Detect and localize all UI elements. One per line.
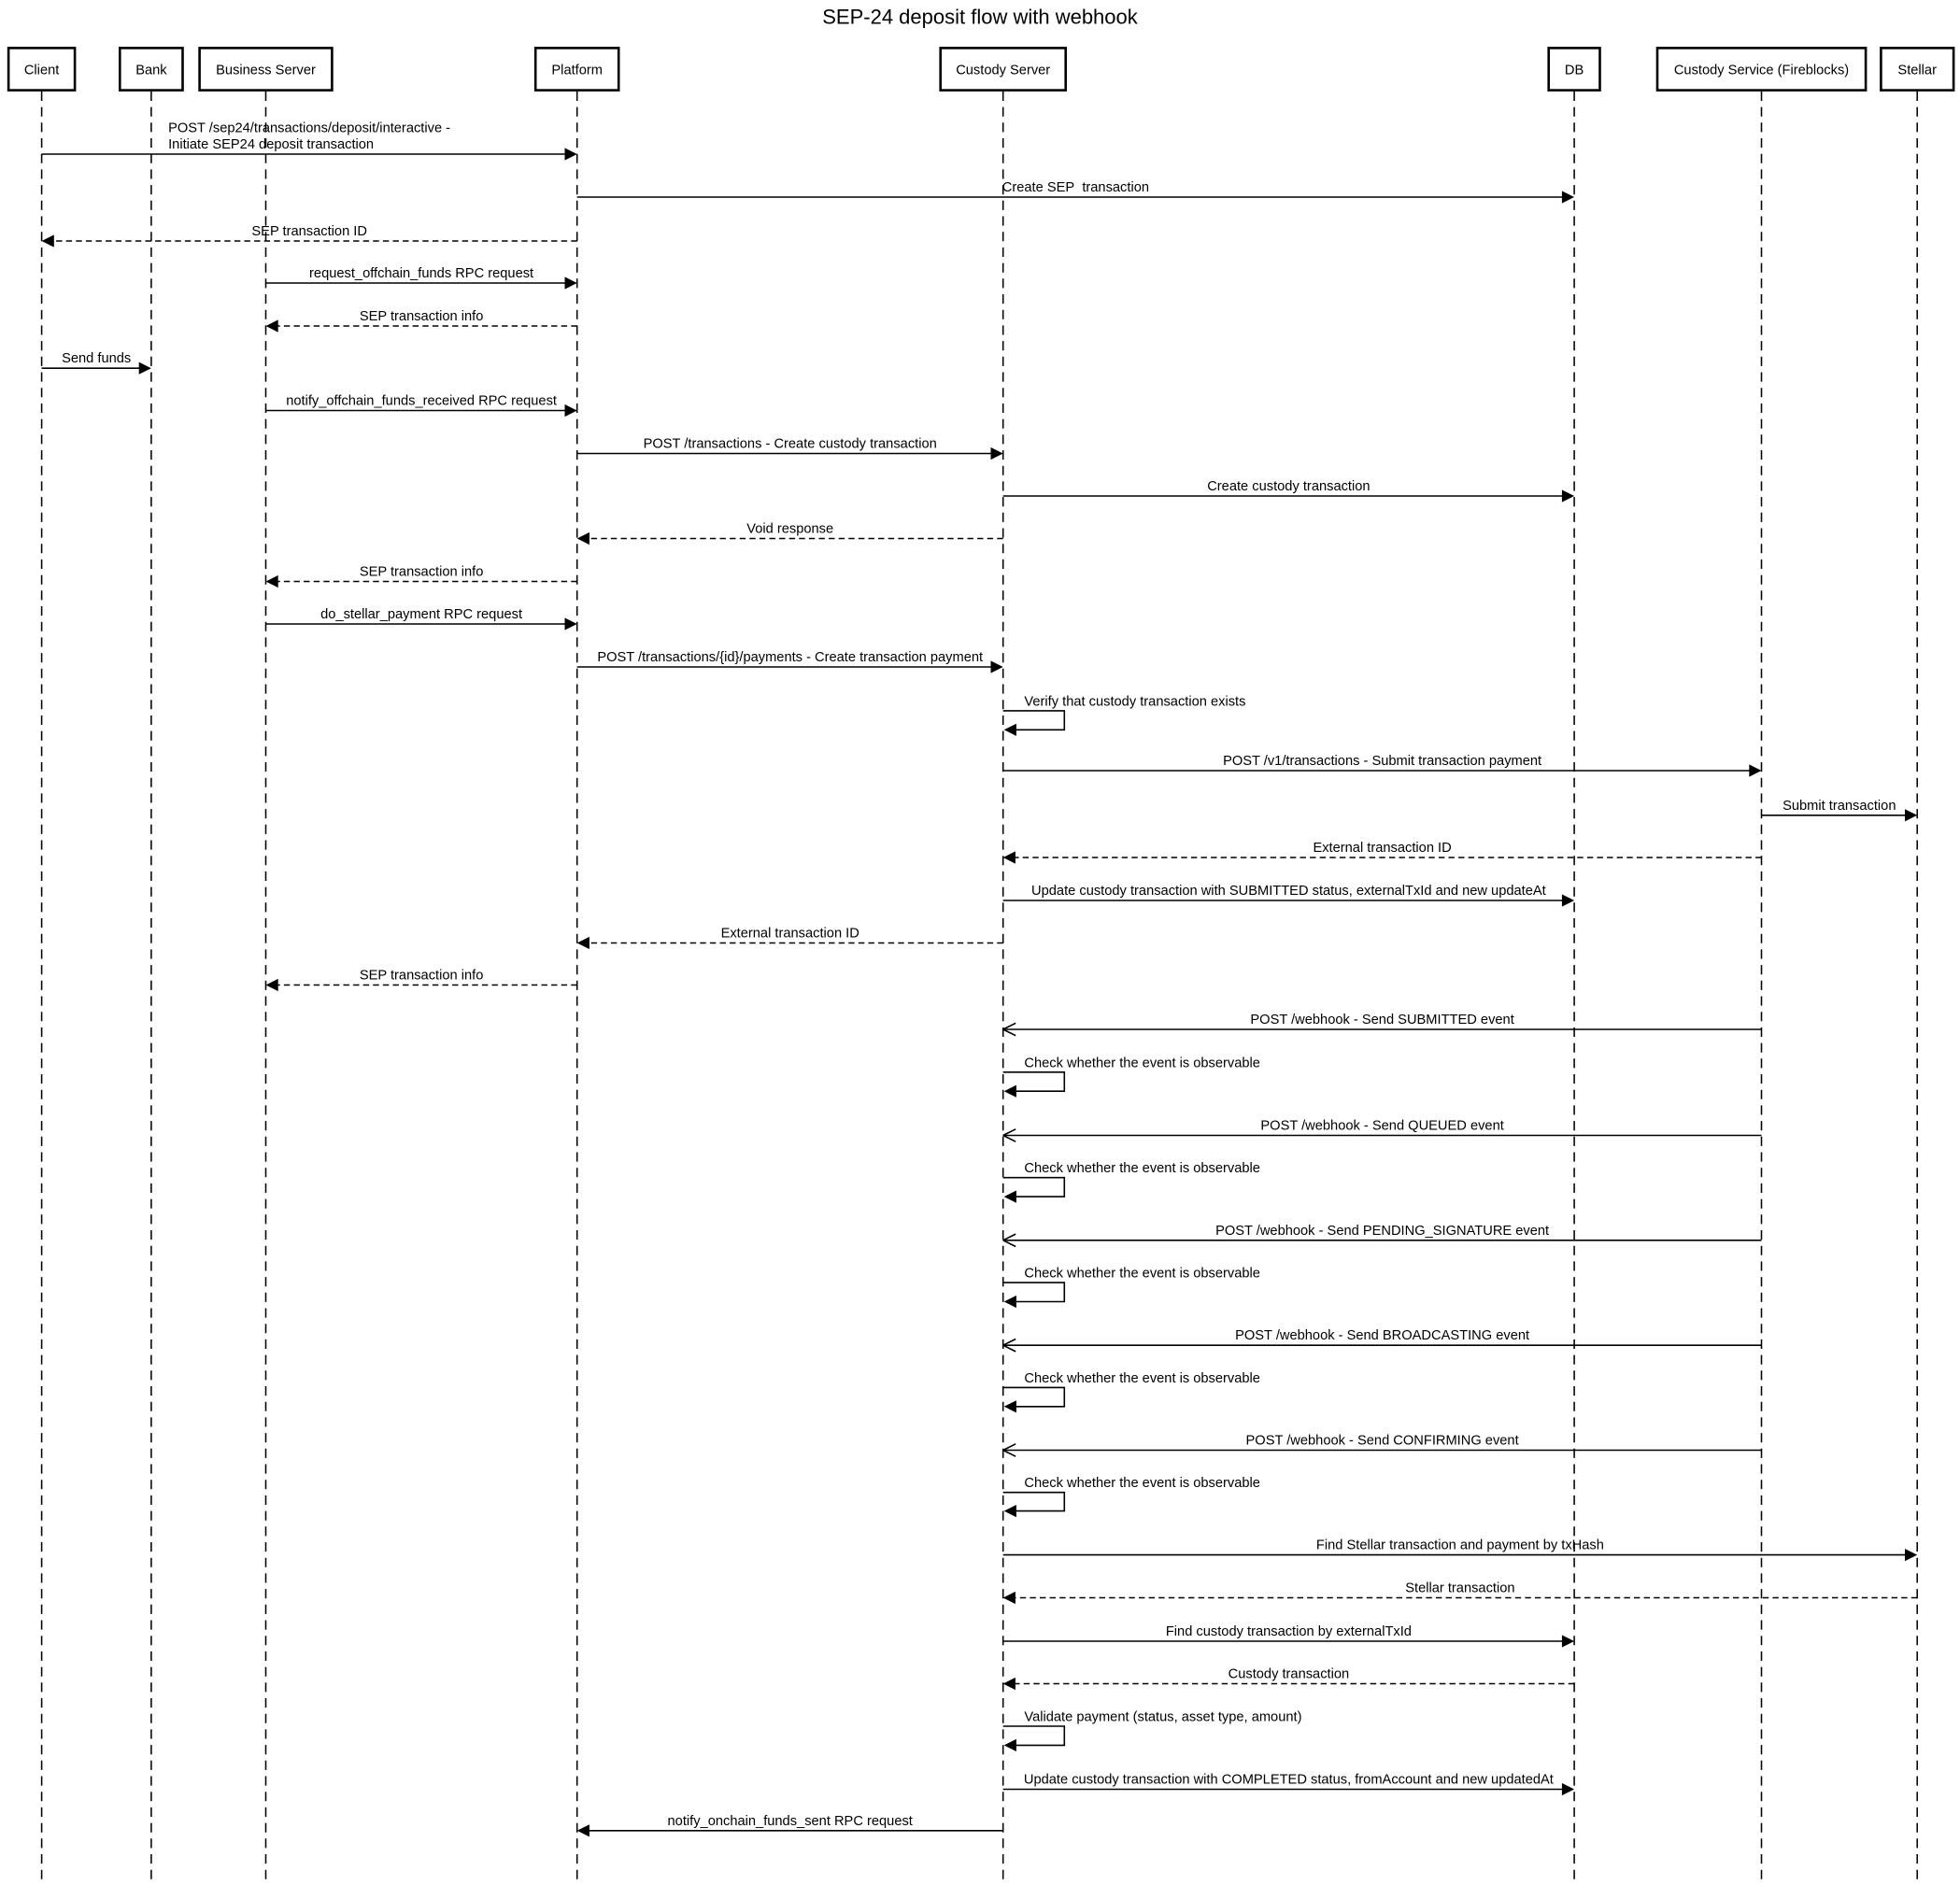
svg-text:External transaction ID: External transaction ID bbox=[1313, 841, 1451, 856]
svg-text:Void response: Void response bbox=[746, 522, 833, 537]
svg-text:SEP transaction info: SEP transaction info bbox=[360, 969, 484, 984]
svg-text:POST /sep24/transactions/depos: POST /sep24/transactions/deposit/interac… bbox=[168, 121, 450, 136]
svg-text:Business Server: Business Server bbox=[216, 63, 316, 78]
svg-text:Stellar: Stellar bbox=[1897, 63, 1937, 78]
svg-text:Client: Client bbox=[24, 63, 59, 78]
svg-text:Check whether the event is obs: Check whether the event is observable bbox=[1024, 1267, 1260, 1282]
svg-text:Check whether the event is obs: Check whether the event is observable bbox=[1024, 1371, 1260, 1386]
svg-text:Custody Service (Fireblocks): Custody Service (Fireblocks) bbox=[1674, 63, 1849, 78]
svg-text:POST /webhook - Send SUBMITTED: POST /webhook - Send SUBMITTED event bbox=[1250, 1013, 1513, 1028]
svg-text:POST /webhook - Send PENDING_S: POST /webhook - Send PENDING_SIGNATURE e… bbox=[1215, 1224, 1549, 1239]
svg-text:Initiate SEP24 deposit transac: Initiate SEP24 deposit transaction bbox=[168, 137, 374, 152]
svg-text:Check whether the event is obs: Check whether the event is observable bbox=[1024, 1056, 1260, 1070]
svg-text:Find Stellar transaction and p: Find Stellar transaction and payment by … bbox=[1316, 1538, 1604, 1553]
svg-text:Bank: Bank bbox=[135, 63, 167, 78]
svg-text:SEP transaction ID: SEP transaction ID bbox=[251, 224, 367, 239]
svg-text:POST /transactions/{id}/paymen: POST /transactions/{id}/payments - Creat… bbox=[597, 650, 983, 665]
svg-text:SEP transaction info: SEP transaction info bbox=[360, 309, 484, 324]
svg-text:Check whether the event is obs: Check whether the event is observable bbox=[1024, 1476, 1260, 1491]
svg-text:Check whether the event is obs: Check whether the event is observable bbox=[1024, 1161, 1260, 1176]
svg-text:Find custody transaction by ex: Find custody transaction by externalTxId bbox=[1166, 1624, 1412, 1639]
svg-text:request_offchain_funds RPC req: request_offchain_funds RPC request bbox=[309, 266, 533, 281]
svg-text:POST /webhook - Send QUEUED ev: POST /webhook - Send QUEUED event bbox=[1260, 1119, 1503, 1134]
svg-text:Validate payment (status, asse: Validate payment (status, asset type, am… bbox=[1024, 1710, 1301, 1725]
svg-text:Create SEP transaction: Create SEP transaction bbox=[1002, 180, 1149, 195]
svg-text:notify_offchain_funds_received: notify_offchain_funds_received RPC reque… bbox=[286, 394, 557, 409]
svg-text:do_stellar_payment RPC request: do_stellar_payment RPC request bbox=[320, 607, 522, 622]
svg-text:DB: DB bbox=[1565, 63, 1584, 78]
svg-text:Platform: Platform bbox=[551, 63, 603, 78]
svg-text:notify_onchain_funds_sent RPC: notify_onchain_funds_sent RPC request bbox=[668, 1814, 913, 1829]
svg-text:Custody Server: Custody Server bbox=[956, 63, 1050, 78]
svg-text:Update custody transaction wit: Update custody transaction with SUBMITTE… bbox=[1031, 884, 1546, 899]
svg-text:Create custody transaction: Create custody transaction bbox=[1207, 479, 1370, 494]
svg-text:Send funds: Send funds bbox=[62, 351, 131, 366]
svg-text:Custody transaction: Custody transaction bbox=[1229, 1667, 1350, 1682]
svg-text:POST /v1/transactions - Submit: POST /v1/transactions - Submit transacti… bbox=[1223, 754, 1541, 769]
svg-text:External transaction ID: External transaction ID bbox=[721, 927, 859, 942]
svg-text:POST /webhook - Send CONFIRMIN: POST /webhook - Send CONFIRMING event bbox=[1246, 1434, 1519, 1449]
svg-text:Update custody transaction wit: Update custody transaction with COMPLETE… bbox=[1024, 1773, 1554, 1788]
svg-text:SEP-24 deposit flow with webho: SEP-24 deposit flow with webhook bbox=[822, 6, 1139, 29]
svg-text:POST /webhook - Send BROADCAST: POST /webhook - Send BROADCASTING event bbox=[1235, 1328, 1529, 1343]
svg-text:Stellar transaction: Stellar transaction bbox=[1405, 1581, 1514, 1596]
svg-text:SEP transaction info: SEP transaction info bbox=[360, 565, 484, 580]
svg-text:Verify that custody transactio: Verify that custody transaction exists bbox=[1024, 694, 1245, 709]
svg-text:POST /transactions - Create cu: POST /transactions - Create custody tran… bbox=[644, 437, 937, 452]
svg-text:Submit transaction: Submit transaction bbox=[1782, 799, 1896, 814]
